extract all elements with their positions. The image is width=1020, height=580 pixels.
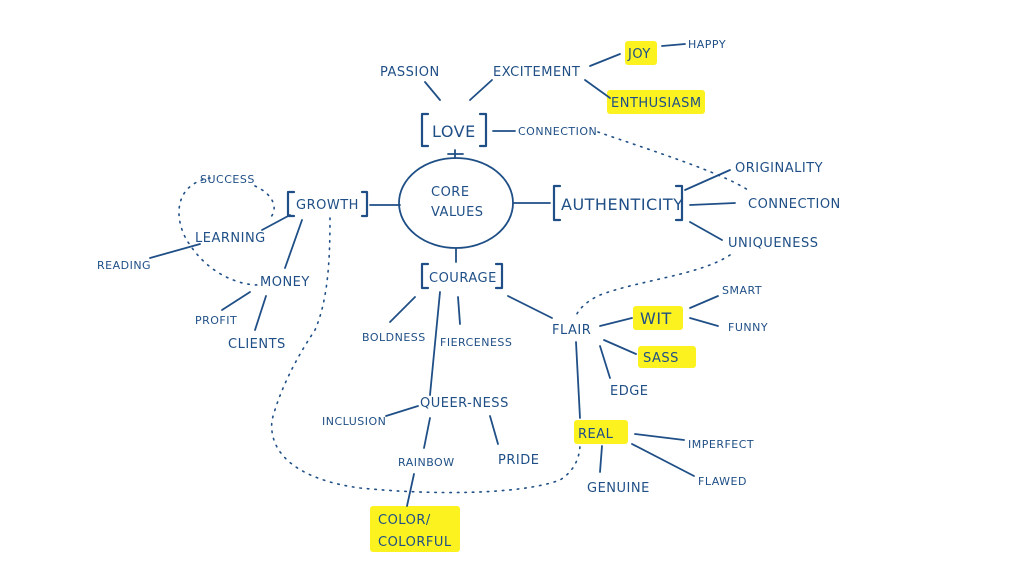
node-profit: PROFIT bbox=[195, 314, 237, 327]
courage-bracket-right bbox=[494, 262, 504, 290]
edge-real-imperfect bbox=[634, 433, 685, 441]
node-authenticity: AUTHENTICITY bbox=[561, 195, 683, 214]
edge-joy-happy bbox=[661, 43, 686, 47]
color-highlight bbox=[370, 506, 460, 552]
edge-flair-edge bbox=[599, 345, 611, 379]
node-smart: SMART bbox=[722, 284, 762, 297]
node-rainbow: RAINBOW bbox=[398, 456, 455, 469]
edge-rainbow-color bbox=[406, 473, 415, 507]
edge-wit-smart bbox=[689, 295, 719, 309]
node-uniqueness: UNIQUENESS bbox=[728, 236, 818, 251]
edge-queerness-rainbow bbox=[423, 417, 431, 449]
edge-money-clients bbox=[254, 295, 267, 331]
node-connection-love: CONNECTION bbox=[518, 125, 597, 138]
edge-courage-flair bbox=[507, 295, 553, 319]
love-bracket-left bbox=[420, 112, 430, 148]
edge-real-flawed bbox=[631, 443, 695, 477]
dotted-connection-link bbox=[597, 131, 749, 191]
node-success: SUCCESS bbox=[200, 173, 255, 186]
node-money: MONEY bbox=[260, 275, 310, 290]
growth-bracket-left bbox=[286, 190, 296, 218]
node-learning: LEARNING bbox=[195, 231, 266, 246]
node-real: REAL bbox=[578, 427, 614, 442]
edge-courage-fierceness bbox=[457, 296, 461, 325]
node-imperfect: IMPERFECT bbox=[688, 438, 754, 451]
sass-highlight bbox=[638, 346, 696, 368]
real-highlight bbox=[574, 420, 628, 444]
authenticity-bracket-right bbox=[674, 184, 684, 222]
dotted-success-learning-money bbox=[178, 177, 275, 286]
edge-excitement-enthusiasm bbox=[584, 79, 611, 99]
node-boldness: BOLDNESS bbox=[362, 331, 426, 344]
node-queerness: QUEER-NESS bbox=[420, 396, 509, 411]
edge-flair-wit bbox=[599, 317, 633, 327]
edge-real-genuine bbox=[599, 445, 603, 473]
growth-bracket-right bbox=[360, 190, 369, 218]
courage-bracket-left bbox=[420, 262, 430, 290]
node-love: LOVE bbox=[432, 122, 476, 141]
node-reading: READING bbox=[97, 259, 151, 272]
node-sass: SASS bbox=[643, 351, 679, 366]
dotted-growth-color-real bbox=[270, 217, 581, 494]
node-originality: ORIGINALITY bbox=[735, 161, 823, 176]
node-genuine: GENUINE bbox=[587, 481, 650, 496]
node-fierceness: FIERCENESS bbox=[440, 336, 512, 349]
wit-highlight bbox=[633, 306, 683, 330]
core-values-ellipse bbox=[398, 157, 514, 249]
node-color: COLOR/ bbox=[378, 513, 431, 528]
edge-courage-boldness bbox=[389, 296, 416, 323]
edge-money-profit bbox=[221, 291, 251, 311]
node-joy: JOY bbox=[627, 47, 651, 62]
joy-highlight bbox=[625, 41, 657, 65]
edge-courage-queerness bbox=[429, 291, 441, 396]
enthusiasm-highlight bbox=[607, 90, 705, 114]
dotted-uniqueness-flair bbox=[574, 254, 731, 319]
edge-flair-sass bbox=[603, 339, 637, 355]
edge-learning-reading bbox=[149, 243, 201, 259]
node-passion: PASSION bbox=[380, 65, 440, 80]
edge-auth-originality bbox=[684, 169, 731, 191]
node-connection-auth: CONNECTION bbox=[748, 197, 841, 212]
node-courage: COURAGE bbox=[429, 271, 497, 286]
edge-growth-money bbox=[284, 219, 303, 269]
love-bracket-right bbox=[478, 112, 488, 148]
node-enthusiasm: ENTHUSIASM bbox=[611, 96, 702, 111]
node-wit: WIT bbox=[640, 309, 672, 328]
edge-love-excitement bbox=[469, 79, 493, 101]
node-clients: CLIENTS bbox=[228, 337, 286, 352]
edge-wit-funny bbox=[689, 317, 719, 327]
authenticity-bracket-left bbox=[552, 184, 562, 222]
edge-queerness-pride bbox=[489, 415, 499, 445]
node-edge: EDGE bbox=[610, 384, 649, 399]
center-label-line2: VALUES bbox=[431, 205, 484, 220]
node-happy: HAPPY bbox=[688, 38, 726, 51]
node-funny: FUNNY bbox=[728, 321, 768, 334]
edge-flair-real bbox=[575, 341, 581, 419]
node-pride: PRIDE bbox=[498, 453, 539, 468]
node-flawed: FLAWED bbox=[698, 475, 747, 488]
edge-love-passion bbox=[424, 81, 441, 101]
node-colorful: COLORFUL bbox=[378, 535, 452, 550]
node-flair: FLAIR bbox=[552, 323, 591, 338]
edge-auth-uniqueness bbox=[689, 221, 723, 241]
edge-queerness-inclusion bbox=[385, 405, 419, 417]
edge-growth-learning bbox=[261, 214, 291, 231]
node-excitement: EXCITEMENT bbox=[493, 65, 580, 80]
center-label-line1: CORE bbox=[431, 185, 470, 200]
edge-excitement-joy bbox=[589, 53, 621, 67]
node-inclusion: INCLUSION bbox=[322, 415, 386, 428]
edge-auth-connection bbox=[689, 202, 736, 206]
node-growth: GROWTH bbox=[296, 198, 359, 213]
